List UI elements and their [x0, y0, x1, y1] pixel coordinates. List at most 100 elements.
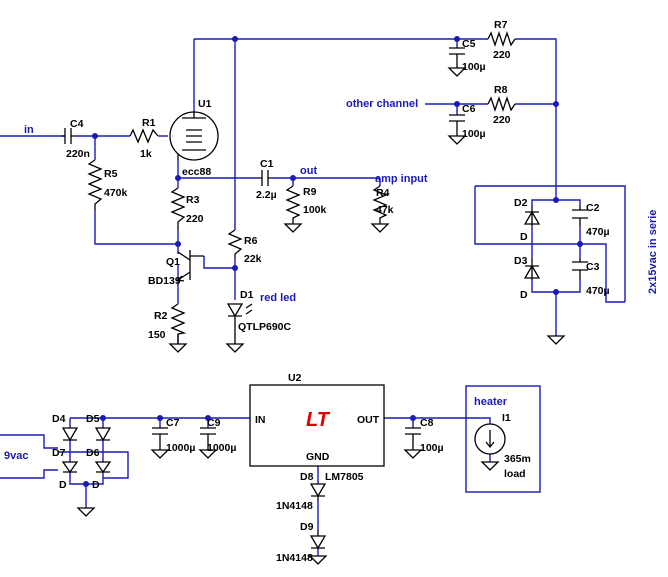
r8-value: 220 — [493, 114, 511, 126]
r5-ref: R5 — [104, 168, 118, 180]
c2-value: 470µ — [586, 226, 610, 238]
net-heater: heater — [474, 396, 508, 408]
c7-ref: C7 — [166, 417, 180, 429]
diode-d7 — [61, 461, 79, 474]
r2-ref: R2 — [154, 310, 168, 322]
d7-value: D — [59, 479, 67, 491]
capacitor-c3 — [572, 258, 588, 280]
i1-ref: I1 — [502, 412, 511, 424]
diode-d8 — [309, 483, 327, 500]
r7-value: 220 — [493, 49, 511, 61]
lt-logo: LT — [306, 409, 331, 431]
capacitor-c8 — [404, 427, 422, 459]
current-source-i1 — [474, 423, 506, 471]
d5-ref: D5 — [86, 413, 100, 425]
c7-value: 1000µ — [166, 442, 195, 454]
resistor-r2 — [169, 303, 187, 353]
c2-ref: C2 — [586, 202, 600, 214]
d2-value: D — [520, 231, 528, 243]
r3-ref: R3 — [186, 194, 200, 206]
tube-ref: U1 — [198, 98, 212, 110]
resistor-r6 — [227, 229, 243, 258]
c9-ref: C9 — [207, 417, 221, 429]
r5-value: 470k — [104, 187, 128, 199]
r7-ref: R7 — [494, 19, 508, 31]
r9-ref: R9 — [303, 186, 317, 198]
c5-value: 100µ — [462, 61, 486, 73]
net-9vac: 9vac — [4, 450, 28, 462]
i1-value: 365m — [504, 453, 531, 465]
r4-value: 47k — [376, 204, 394, 216]
labels: in out other channel amp input red led 9… — [4, 19, 659, 564]
r2-value: 150 — [148, 329, 166, 341]
led-d1 — [226, 303, 253, 353]
resistor-r4 — [371, 185, 389, 233]
resistor-r8 — [487, 95, 516, 113]
d9-value: 1N4148 — [276, 552, 313, 564]
c5-ref: C5 — [462, 38, 476, 50]
resistor-r1 — [129, 128, 159, 144]
u2-ref: U2 — [288, 372, 302, 384]
capacitor-c7 — [151, 427, 169, 459]
r1-ref: R1 — [142, 117, 156, 129]
diode-d6 — [94, 461, 112, 474]
capacitor-c9 — [199, 427, 217, 459]
r3-value: 220 — [186, 213, 204, 225]
capacitor-c4 — [62, 128, 76, 144]
resistor-r9 — [284, 185, 302, 233]
d9-ref: D9 — [300, 521, 314, 533]
diode-d3 — [523, 258, 541, 280]
c6-ref: C6 — [462, 103, 476, 115]
junction-dots — [83, 36, 583, 487]
tube-model: ecc88 — [182, 166, 211, 178]
u2-pin-in: IN — [255, 414, 266, 426]
c6-value: 100µ — [462, 128, 486, 140]
net-red-led: red led — [260, 292, 296, 304]
d1-model: QTLP690C — [238, 321, 292, 333]
capacitor-c5 — [448, 47, 466, 77]
c3-ref: C3 — [586, 261, 600, 273]
q1-model: BD139 — [148, 275, 181, 287]
d3-value: D — [520, 289, 528, 301]
r6-value: 22k — [244, 253, 262, 265]
resistor-r3 — [170, 187, 186, 230]
d4-ref: D4 — [52, 413, 66, 425]
r4-ref: R4 — [376, 187, 390, 199]
net-in: in — [24, 124, 34, 136]
diode-d4 — [61, 427, 79, 442]
c4-ref: C4 — [70, 118, 84, 130]
c8-ref: C8 — [420, 417, 434, 429]
r6-ref: R6 — [244, 235, 258, 247]
c4-value: 220n — [66, 148, 90, 160]
r8-ref: R8 — [494, 84, 508, 96]
transistor-q1 — [176, 250, 204, 282]
resistor-r5 — [87, 159, 103, 210]
c1-value: 2.2µ — [256, 189, 277, 201]
d8-value: 1N4148 — [276, 500, 313, 512]
c3-value: 470µ — [586, 285, 610, 297]
diode-d9 — [309, 530, 327, 550]
r9-value: 100k — [303, 204, 327, 216]
d2-ref: D2 — [514, 197, 528, 209]
u2-model: LM7805 — [325, 471, 364, 483]
vacuum-tube-u1 — [169, 111, 219, 161]
net-out: out — [300, 165, 317, 177]
net-other-channel: other channel — [346, 98, 418, 110]
d6-ref: D6 — [86, 447, 100, 459]
capacitor-c1 — [257, 170, 272, 186]
d6-value: D — [92, 479, 100, 491]
d3-ref: D3 — [514, 255, 528, 267]
regulator-u2: LT — [249, 384, 385, 467]
diode-d5 — [94, 427, 112, 442]
u2-pin-out: OUT — [357, 414, 380, 426]
c8-value: 100µ — [420, 442, 444, 454]
u2-pin-gnd: GND — [306, 451, 330, 463]
capacitor-c6 — [448, 114, 466, 145]
r1-value: 1k — [140, 148, 152, 160]
d8-ref: D8 — [300, 471, 314, 483]
i1-note: load — [504, 468, 526, 480]
resistor-r7 — [487, 30, 516, 48]
net-2x15vac: 2x15vac in serie — [647, 210, 659, 294]
c1-ref: C1 — [260, 158, 274, 170]
